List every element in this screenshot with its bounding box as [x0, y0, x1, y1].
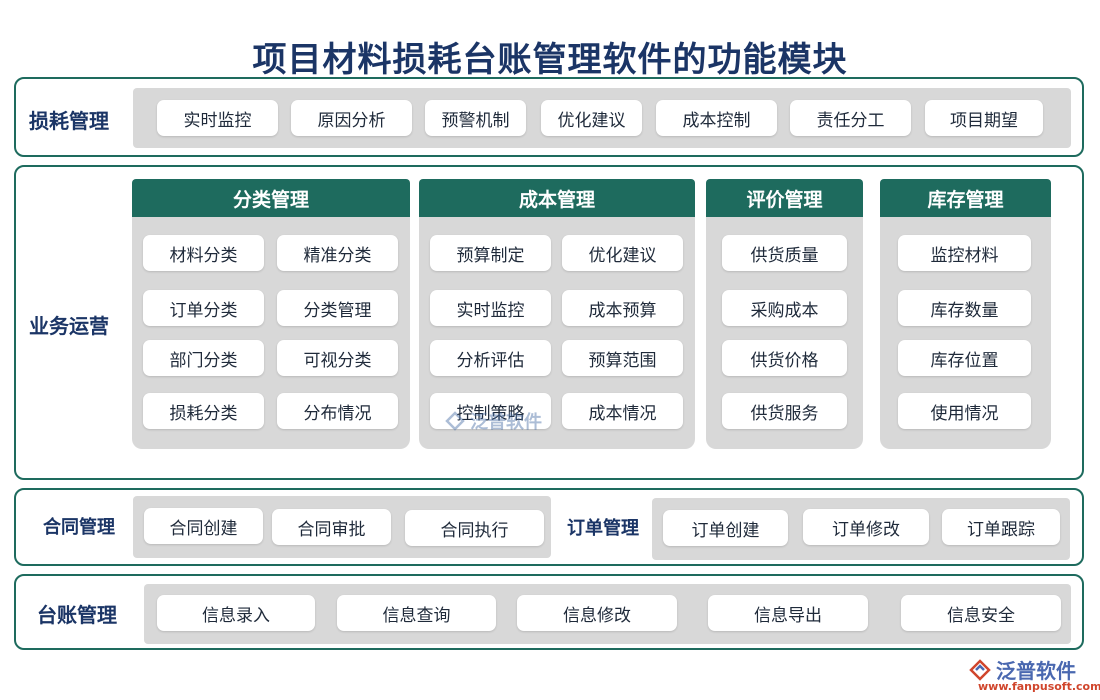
evaluation-panel-title: 评价管理 [706, 179, 863, 217]
ledger-management-label: 台账管理 [37, 603, 117, 627]
contract-item: 合同执行 [405, 510, 544, 546]
panel-item: 材料分类 [143, 235, 264, 271]
loss-item: 原因分析 [291, 100, 412, 136]
panel-item: 成本情况 [562, 393, 683, 429]
panel-item: 分类管理 [277, 290, 398, 326]
business-operations-label: 业务运营 [29, 314, 109, 338]
panel-item: 精准分类 [277, 235, 398, 271]
contract-item: 合同审批 [272, 509, 391, 545]
ledger-item: 信息修改 [517, 595, 677, 631]
panel-item: 采购成本 [722, 290, 847, 326]
order-item: 订单跟踪 [942, 509, 1060, 545]
panel-item: 实时监控 [430, 290, 551, 326]
loss-item: 实时监控 [157, 100, 278, 136]
page-title: 项目材料损耗台账管理软件的功能模块 [252, 40, 848, 80]
cost-panel: 成本管理 预算制定 优化建议 实时监控 成本预算 分析评估 预算范围 控制策略 … [419, 179, 695, 449]
brand-url: www.fanpusoft.com [978, 680, 1100, 693]
panel-item: 损耗分类 [143, 393, 264, 429]
panel-item: 库存位置 [898, 340, 1031, 376]
inventory-panel-title: 库存管理 [880, 179, 1051, 217]
evaluation-panel: 评价管理 供货质量 采购成本 供货价格 供货服务 [706, 179, 863, 449]
panel-item: 分析评估 [430, 340, 551, 376]
order-management-label: 订单管理 [567, 518, 639, 539]
panel-item: 订单分类 [143, 290, 264, 326]
panel-item: 预算范围 [562, 340, 683, 376]
watermark: 泛普软件 [444, 408, 542, 434]
loss-item: 优化建议 [541, 100, 642, 136]
ledger-item: 信息安全 [901, 595, 1061, 631]
panel-item: 成本预算 [562, 290, 683, 326]
panel-item: 使用情况 [898, 393, 1031, 429]
panel-item: 优化建议 [562, 235, 683, 271]
brand-name: 泛普软件 [996, 659, 1076, 683]
panel-item: 供货质量 [722, 235, 847, 271]
loss-item: 责任分工 [790, 100, 911, 136]
cost-panel-title: 成本管理 [419, 179, 695, 217]
panel-item: 库存数量 [898, 290, 1031, 326]
ledger-tray: 信息录入 信息查询 信息修改 信息导出 信息安全 [144, 584, 1071, 644]
loss-management-label: 损耗管理 [29, 109, 109, 133]
loss-management-band: 损耗管理 实时监控 原因分析 预警机制 优化建议 成本控制 责任分工 项目期望 [14, 77, 1084, 157]
panel-item: 供货服务 [722, 393, 847, 429]
ledger-item: 信息录入 [157, 595, 315, 631]
panel-item: 供货价格 [722, 340, 847, 376]
classification-panel: 分类管理 材料分类 精准分类 订单分类 分类管理 部门分类 可视分类 损耗分类 … [132, 179, 410, 449]
ledger-item: 信息导出 [708, 595, 868, 631]
panel-item: 部门分类 [143, 340, 264, 376]
order-item: 订单修改 [803, 509, 929, 545]
inventory-panel: 库存管理 监控材料 库存数量 库存位置 使用情况 [880, 179, 1051, 449]
watermark-logo-icon [445, 411, 465, 431]
panel-item: 可视分类 [277, 340, 398, 376]
panel-item: 监控材料 [898, 235, 1031, 271]
contract-management-label: 合同管理 [43, 517, 115, 538]
panel-item: 预算制定 [430, 235, 551, 271]
watermark-text: 泛普软件 [470, 412, 542, 433]
loss-item: 成本控制 [656, 100, 777, 136]
ledger-management-band: 台账管理 信息录入 信息查询 信息修改 信息导出 信息安全 [14, 574, 1084, 650]
classification-panel-title: 分类管理 [132, 179, 410, 217]
panel-item: 分布情况 [277, 393, 398, 429]
contract-tray: 合同创建 合同审批 合同执行 [133, 496, 551, 558]
ledger-item: 信息查询 [337, 595, 496, 631]
brand-logo-icon [969, 658, 991, 681]
business-operations-band: 业务运营 分类管理 材料分类 精准分类 订单分类 分类管理 部门分类 可视分类 … [14, 165, 1084, 480]
loss-item: 预警机制 [425, 100, 526, 136]
order-item: 订单创建 [663, 510, 788, 546]
contract-item: 合同创建 [144, 508, 263, 544]
panel-item: 控制策略 [430, 393, 551, 429]
contract-order-band: 合同管理 合同创建 合同审批 合同执行 订单管理 订单创建 订单修改 订单跟踪 [14, 488, 1084, 566]
loss-item: 项目期望 [925, 100, 1043, 136]
order-tray: 订单创建 订单修改 订单跟踪 [652, 498, 1070, 560]
loss-management-tray: 实时监控 原因分析 预警机制 优化建议 成本控制 责任分工 项目期望 [133, 88, 1071, 148]
brand-logo: 泛普软件 [968, 655, 1076, 684]
